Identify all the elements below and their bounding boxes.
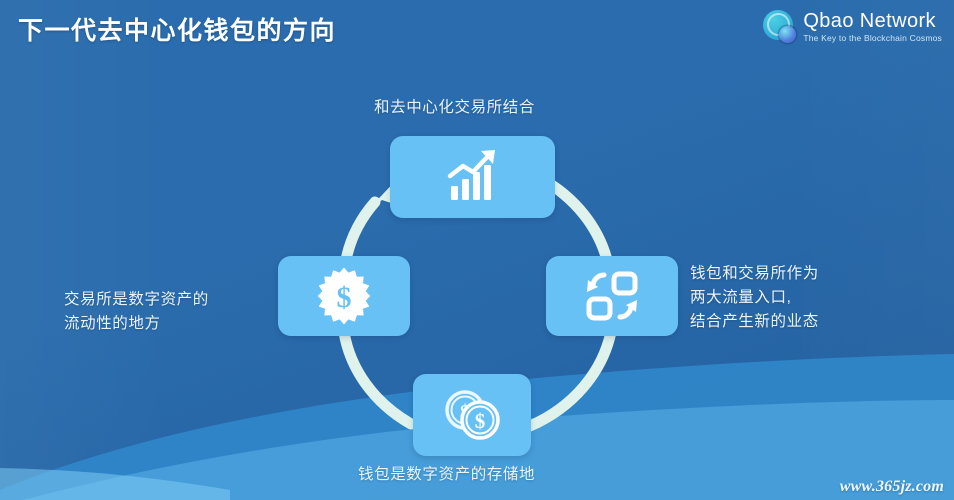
logo-text-block: Qbao Network The Key to the Blockchain C… — [803, 11, 942, 43]
brand-logo: Qbao Network The Key to the Blockchain C… — [763, 10, 942, 44]
arc-bottom-to-left — [338, 326, 417, 430]
cycle-diagram: $ $ $ — [278, 136, 678, 456]
label-right-line-3: 结合产生新的业态 — [690, 313, 819, 331]
logo-accent-dot — [779, 26, 797, 43]
coins-dollar-icon: $ $ — [445, 390, 500, 440]
label-left-line-2: 流动性的地方 — [64, 315, 161, 333]
label-left-line-1: 交易所是数字资产的 — [64, 291, 209, 308]
label-bottom: 钱包是数字资产的存储地 — [358, 463, 535, 487]
svg-text:$: $ — [475, 409, 486, 433]
cycle-node-right[interactable] — [546, 256, 678, 336]
swap-arrow-left — [587, 280, 598, 292]
label-right: 钱包和交易所作为 两大流量入口, 结合产生新的业态 — [690, 262, 819, 334]
exchange-swap-icon — [586, 271, 638, 321]
label-right-line-1: 钱包和交易所作为 — [690, 265, 819, 282]
label-right-line-2: 两大流量入口, — [690, 289, 792, 307]
bar-chart-growth-icon — [447, 150, 495, 200]
qbao-circle-icon — [763, 10, 797, 44]
wave-layer-front — [0, 468, 230, 500]
logo-inner-ring — [767, 13, 791, 36]
label-top-line-1: 和去中心化交易所结合 — [374, 99, 536, 116]
label-bottom-line-1: 钱包是数字资产的存储地 — [358, 466, 536, 483]
arc-right-to-bottom — [524, 326, 617, 432]
page-title: 下一代去中心化钱包的方向 — [18, 17, 337, 45]
cycle-node-top[interactable] — [390, 136, 555, 218]
logo-tagline: The Key to the Blockchain Cosmos — [803, 33, 942, 44]
svg-text:$: $ — [337, 281, 352, 314]
swap-arrow-right — [626, 300, 637, 312]
label-top: 和去中心化交易所结合 — [374, 96, 535, 120]
label-left: 交易所是数字资产的 流动性的地方 — [64, 288, 209, 336]
cycle-node-bottom[interactable]: $ $ — [413, 374, 531, 456]
cycle-node-left[interactable]: $ — [278, 256, 410, 336]
dollar-badge-icon: $ — [317, 267, 371, 325]
site-watermark: www.365jz.com — [839, 478, 944, 495]
arc-left-to-top — [340, 196, 381, 266]
logo-name: Qbao Network — [803, 10, 936, 33]
